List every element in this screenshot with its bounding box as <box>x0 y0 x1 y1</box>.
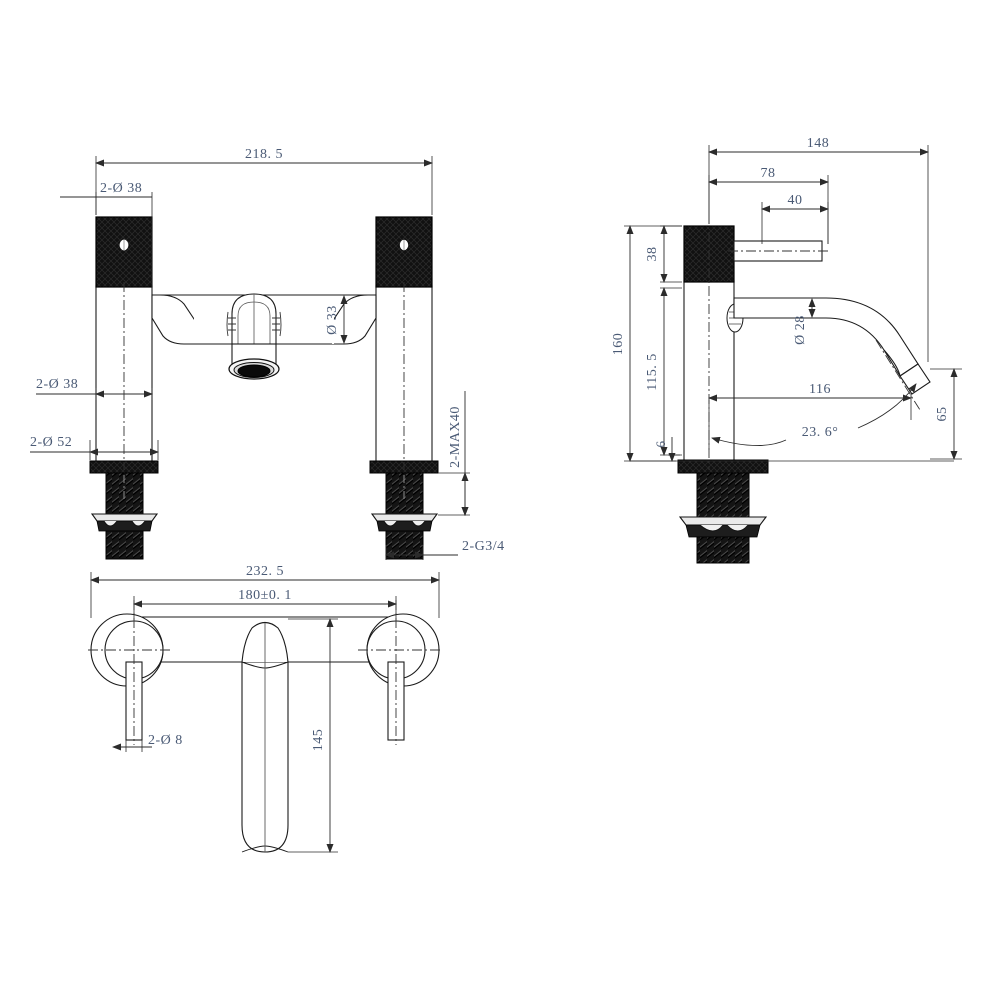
front-right-handle-assembly <box>369 216 439 560</box>
dim-text-6: 6 <box>653 441 668 448</box>
dim-spout-length-145: 145 <box>288 618 338 853</box>
dim-base-height-6: 6 <box>653 437 680 462</box>
side-base-assembly <box>677 459 769 564</box>
dim-thread-g34: 2-G3/4 <box>385 539 505 560</box>
dim-hole-centres-180: 180±0. 1 <box>133 588 397 620</box>
dim-lever-40: 40 <box>761 193 829 244</box>
dim-text-2-dia-38-left: 2-Ø 38 <box>36 377 78 392</box>
dim-overall-depth-148: 148 <box>708 136 929 362</box>
side-spout <box>733 297 931 411</box>
dim-text-2-g34: 2-G3/4 <box>462 539 505 554</box>
front-left-handle-assembly <box>89 216 159 560</box>
dim-text-160: 160 <box>611 333 626 356</box>
plan-right-handle <box>358 600 442 745</box>
dim-base-dia-52-left: 2-Ø 52 <box>30 435 159 460</box>
dim-text-2-max40: 2-MAX40 <box>448 406 463 468</box>
front-spout-outlet <box>226 293 282 380</box>
dim-text-180-tol: 180±0. 1 <box>238 588 292 603</box>
dim-text-2-dia-38-top: 2-Ø 38 <box>100 181 142 196</box>
dim-spout-reach-116: 116 <box>708 382 912 450</box>
dim-text-dia-28: Ø 28 <box>793 315 808 345</box>
dim-text-116: 116 <box>809 382 831 397</box>
side-lever-arm <box>728 240 828 262</box>
dim-plan-overall-232-5: 232. 5 <box>90 564 440 618</box>
dim-text-232-5: 232. 5 <box>246 564 284 579</box>
dim-text-115-5: 115. 5 <box>645 353 660 390</box>
dim-text-40: 40 <box>788 193 803 208</box>
dim-text-dia-33: Ø 33 <box>325 305 340 335</box>
dim-text-78: 78 <box>761 166 776 181</box>
dim-text-23-6-deg: 23. 6° <box>802 425 839 440</box>
dim-max-thickness-40: 2-MAX40 <box>438 391 470 516</box>
dim-body-dia-33: Ø 33 <box>325 295 348 344</box>
dim-handle-height-38: 38 <box>645 225 682 283</box>
dim-lever-pin-dia-8: 2-Ø 8 <box>112 733 183 752</box>
dim-overall-width-218-5: 218. 5 <box>95 147 433 215</box>
dim-spout-angle-23-6: 23. 6° <box>711 383 917 446</box>
dim-shank-dia-38-left: 2-Ø 38 <box>36 377 153 400</box>
side-elevation-view: 148 78 40 38 160 <box>611 136 962 564</box>
dim-text-38: 38 <box>645 247 660 262</box>
dim-outlet-height-65: 65 <box>930 368 962 460</box>
dim-handle-dia-38-top: 2-Ø 38 <box>60 181 153 290</box>
dim-text-65: 65 <box>935 407 950 422</box>
plan-left-handle <box>88 600 172 745</box>
dim-text-145: 145 <box>311 729 326 752</box>
dim-text-2-dia-8: 2-Ø 8 <box>148 733 183 748</box>
dim-body-height-115-5: 115. 5 <box>645 287 682 456</box>
plan-view: 232. 5 180±0. 1 2-Ø 8 145 <box>88 564 442 853</box>
front-elevation-view: 218. 5 2-Ø 38 Ø 33 2-Ø 38 <box>30 147 505 560</box>
dim-text-2-dia-52: 2-Ø 52 <box>30 435 72 450</box>
dim-text-218-5: 218. 5 <box>245 147 283 162</box>
dim-spout-dia-28: Ø 28 <box>793 298 816 345</box>
dim-text-148: 148 <box>807 136 830 151</box>
plan-spout <box>241 621 289 853</box>
